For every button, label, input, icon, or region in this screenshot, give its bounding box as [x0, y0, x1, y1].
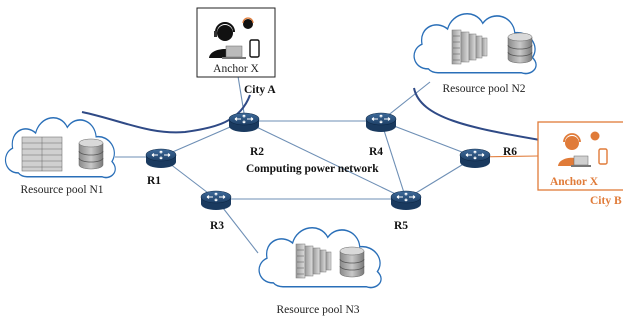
resource-pool-n3-label: Resource pool N3 [276, 304, 359, 316]
city-b-label: City B [590, 195, 622, 207]
router-r5: R5 [390, 190, 422, 232]
router-r4: R4 [365, 112, 397, 158]
phone-icon [598, 148, 608, 165]
router-icon [365, 112, 397, 133]
router-r1-label: R1 [147, 175, 161, 187]
resource-pool-n2-label: Resource pool N2 [442, 83, 525, 95]
resource-pool-n1-label: Resource pool N1 [20, 184, 103, 196]
anchor-b-box: Anchor X [537, 121, 623, 191]
router-r2-label: R2 [250, 146, 264, 158]
router-r4-label: R4 [369, 146, 383, 158]
router-r5-label: R5 [394, 220, 408, 232]
anchor-a-box: Anchor X [196, 7, 276, 78]
anchor-a-access-wire [81, 94, 251, 134]
router-r1: R1 [145, 148, 177, 187]
anchor-b-name: Anchor X [550, 176, 599, 188]
router-icon [228, 112, 260, 133]
resource-pool-n3: Resource pool N3 [258, 227, 382, 316]
laptop-icon [571, 155, 591, 167]
router-r6: R6 [459, 146, 517, 169]
city-a-label: City A [244, 84, 276, 96]
database-icon [78, 138, 104, 170]
link-r2-r5 [243, 120, 407, 200]
router-r3: R3 [200, 190, 232, 232]
link-r4-r5 [380, 120, 407, 200]
router-icon [145, 148, 177, 169]
database-icon [339, 246, 365, 278]
database-icon [507, 32, 533, 64]
router-icon [390, 190, 422, 211]
resource-pool-n1: Resource pool N1 [4, 117, 117, 196]
network-label: Computing power network [246, 163, 379, 175]
laptop-icon [222, 45, 246, 59]
resource-pool-n2: Resource pool N2 [413, 13, 537, 95]
anchor-a-name: Anchor X [213, 63, 259, 75]
router-r2: R2 [228, 112, 264, 158]
router-icon [200, 190, 232, 211]
router-r6-label: R6 [503, 146, 517, 158]
phone-icon [249, 39, 260, 58]
router-icon [459, 148, 491, 169]
router-r3-label: R3 [210, 220, 224, 232]
link-r4-r6 [380, 120, 476, 158]
server-rack-icon [21, 136, 63, 172]
